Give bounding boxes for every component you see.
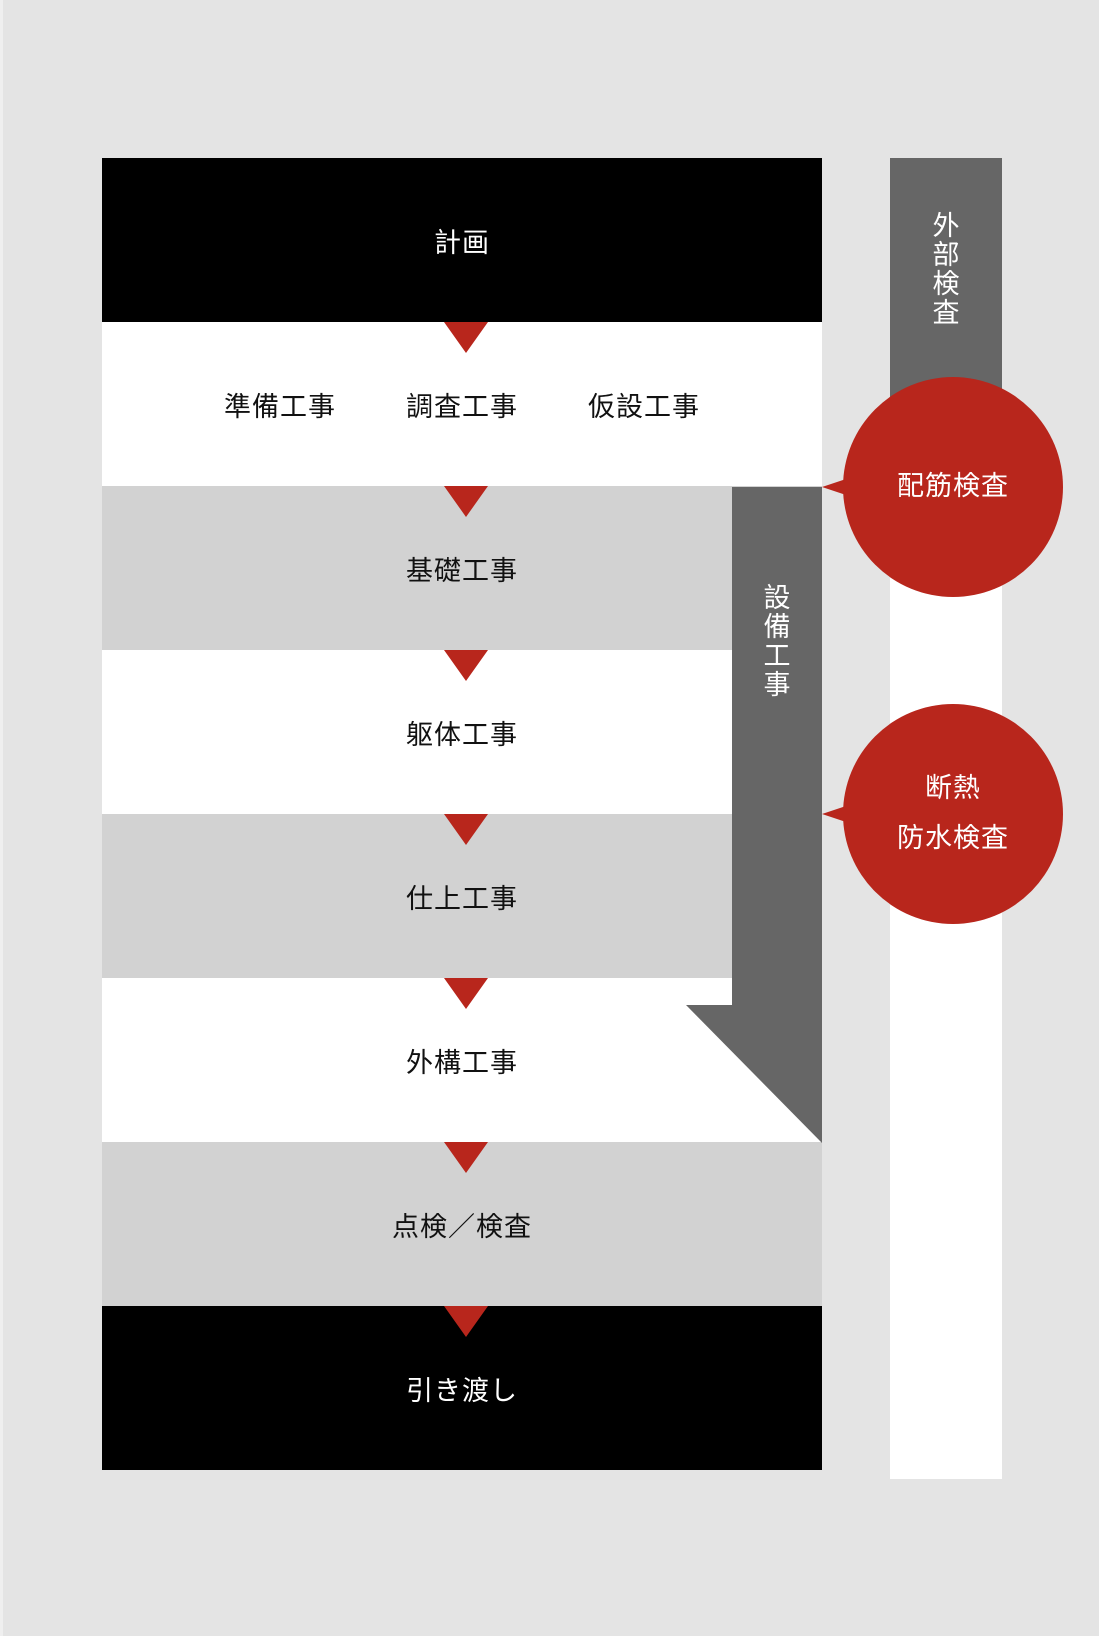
step-planning: 計画 bbox=[102, 158, 822, 322]
insulation-waterproof-inspection-bubble: 断熱 防水検査 bbox=[843, 704, 1063, 924]
equipment-arrow-head-icon bbox=[686, 1005, 822, 1143]
arrow-down-icon bbox=[444, 978, 488, 1009]
step-label: 仮設工事 bbox=[588, 391, 700, 423]
arrow-down-icon bbox=[444, 322, 488, 353]
bubble-label: 配筋検査 bbox=[897, 471, 1009, 502]
step-frame: 躯体工事 bbox=[102, 650, 822, 814]
step-inspection: 点検／検査 bbox=[102, 1142, 822, 1306]
bubble-label: 断熱 bbox=[925, 773, 981, 804]
arrow-down-icon bbox=[444, 1142, 488, 1173]
step-preparation: 準備工事 調査工事 仮設工事 bbox=[102, 322, 822, 486]
arrow-down-icon bbox=[444, 1306, 488, 1337]
bubble-label: 防水検査 bbox=[897, 823, 1009, 854]
step-foundation: 基礎工事 bbox=[102, 486, 822, 650]
arrow-down-icon bbox=[444, 486, 488, 517]
step-label: 仕上工事 bbox=[406, 883, 518, 915]
external-inspection-label: 外部検査 bbox=[932, 211, 960, 329]
step-label: 躯体工事 bbox=[406, 719, 518, 751]
construction-flow: 計画 準備工事 調査工事 仮設工事 基礎工事 躯体工事 仕上工事 外構工事 点検… bbox=[102, 158, 822, 1470]
step-label: 準備工事 bbox=[224, 391, 336, 423]
step-finishing: 仕上工事 bbox=[102, 814, 822, 978]
equipment-work-label: 設備工事 bbox=[763, 583, 791, 701]
step-label: 引き渡し bbox=[406, 1375, 518, 1407]
arrow-down-icon bbox=[444, 650, 488, 681]
rebar-inspection-bubble: 配筋検査 bbox=[843, 377, 1063, 597]
page-edge bbox=[0, 0, 3, 1636]
step-handover: 引き渡し bbox=[102, 1306, 822, 1470]
step-label: 点検／検査 bbox=[392, 1211, 532, 1243]
step-label: 調査工事 bbox=[406, 391, 518, 423]
equipment-work-bar: 設備工事 bbox=[732, 487, 822, 1006]
step-label: 外構工事 bbox=[406, 1047, 518, 1079]
step-label: 計画 bbox=[434, 227, 490, 259]
arrow-down-icon bbox=[444, 814, 488, 845]
step-label: 基礎工事 bbox=[406, 555, 518, 587]
